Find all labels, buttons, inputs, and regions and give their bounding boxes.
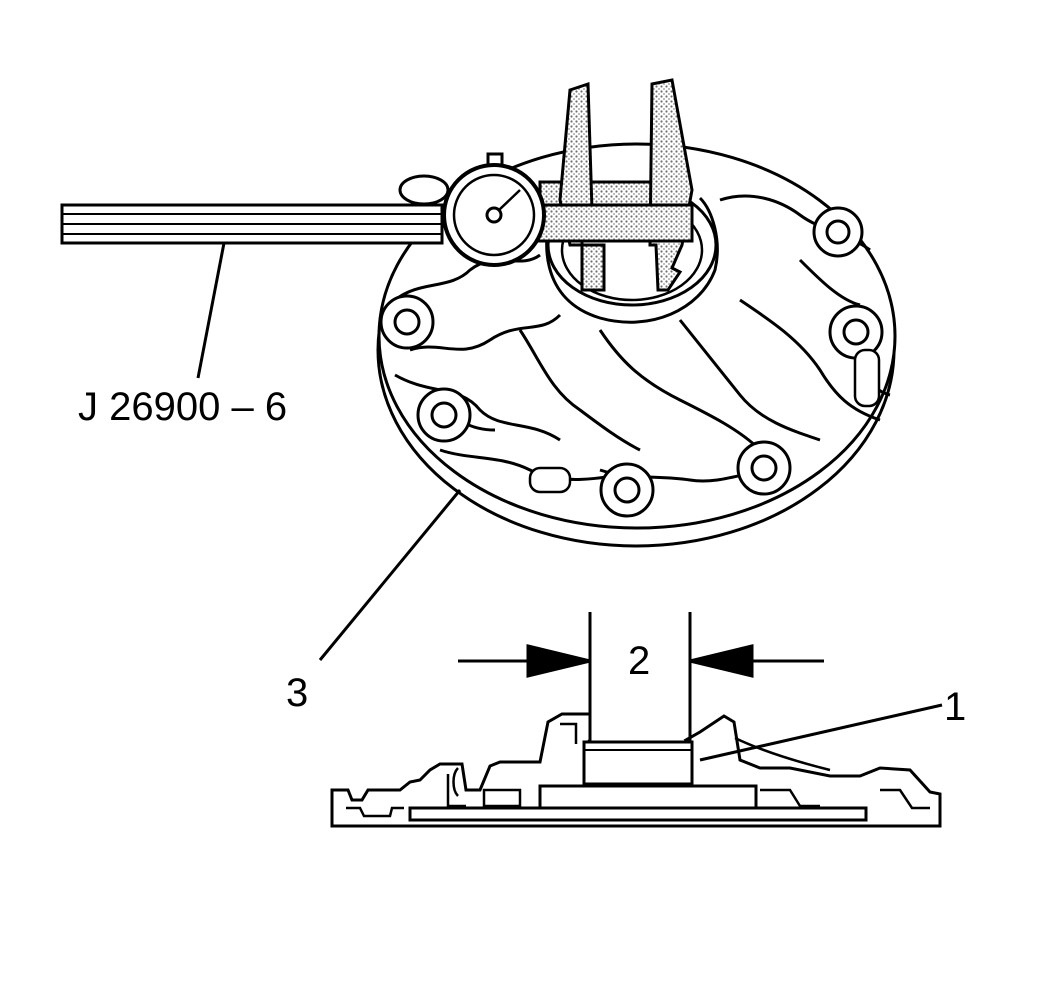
bolt-boss-4: [736, 440, 792, 496]
dimension-bore-diameter: [458, 644, 824, 678]
bolt-boss-3: [599, 462, 655, 518]
bolt-boss-2: [416, 387, 472, 443]
dimension-left-arrowhead: [526, 644, 591, 678]
bolt-boss-1: [379, 294, 435, 350]
bolt-boss-6: [812, 206, 864, 258]
callout-1: 1: [944, 685, 966, 729]
bushing-recess: [538, 784, 758, 810]
bolt-boss-5: [828, 304, 884, 360]
leader-tool: [196, 242, 226, 379]
caliper-thumb-roller: [398, 174, 450, 206]
tool-label: J 26900 – 6: [78, 385, 287, 429]
leader-1: [699, 703, 943, 762]
dimension-right-arrowhead: [689, 644, 754, 678]
callout-3: 3: [286, 671, 308, 715]
caliper-beam: [60, 203, 444, 245]
callout-2: 2: [628, 639, 650, 683]
bushing: [582, 740, 694, 786]
leader-3: [318, 489, 462, 661]
caliper-dial: [442, 152, 546, 267]
pump-cover-cross-section: [330, 612, 942, 828]
dial-caliper: [60, 78, 694, 292]
